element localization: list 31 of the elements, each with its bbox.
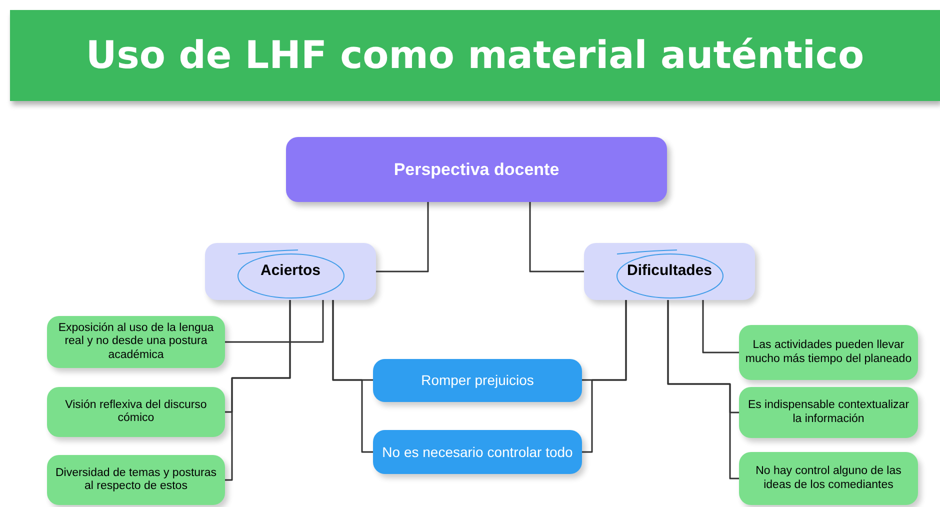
node-text: No es necesario controlar todo [382,444,573,460]
item-box [47,387,225,437]
category-box [584,243,755,300]
connector-line [667,300,739,480]
item-box [739,452,918,505]
item-box [47,455,225,505]
connector-line [529,202,584,272]
node-text: Diversidad de temas y posturas al respecto de estos [54,466,218,494]
connector-line [582,300,627,453]
category-box [205,243,376,300]
connector-line [225,300,291,481]
item-box [47,316,225,368]
root-box [286,137,667,202]
node-text: Es indispensable contextualizar la información [746,399,910,426]
node-text: Las actividades pueden llevar mucho más tiempo del planeado [744,339,913,366]
node-text: Visión reflexiva del discurso cómico [64,398,208,426]
node-text: No hay control alguno de las ideas de los comediantes [754,465,902,492]
connector-line [332,300,373,453]
shared-item-box [373,430,582,474]
node-text: Romper prejuicios [421,372,534,389]
title: Uso de LHF como material auténtico [86,32,864,79]
connector-line [702,300,739,354]
item-box [739,325,918,380]
connector-line [225,300,324,343]
connector-line [376,202,429,272]
node-text: Dificultades [626,261,712,282]
shared-item-box [373,359,582,402]
node-text: Aciertos [260,261,321,282]
node-text: Exposición al uso de la lengua real y no desde una postura académica [57,322,215,362]
item-box [739,387,918,438]
node-text: Perspectiva docente [394,158,560,181]
